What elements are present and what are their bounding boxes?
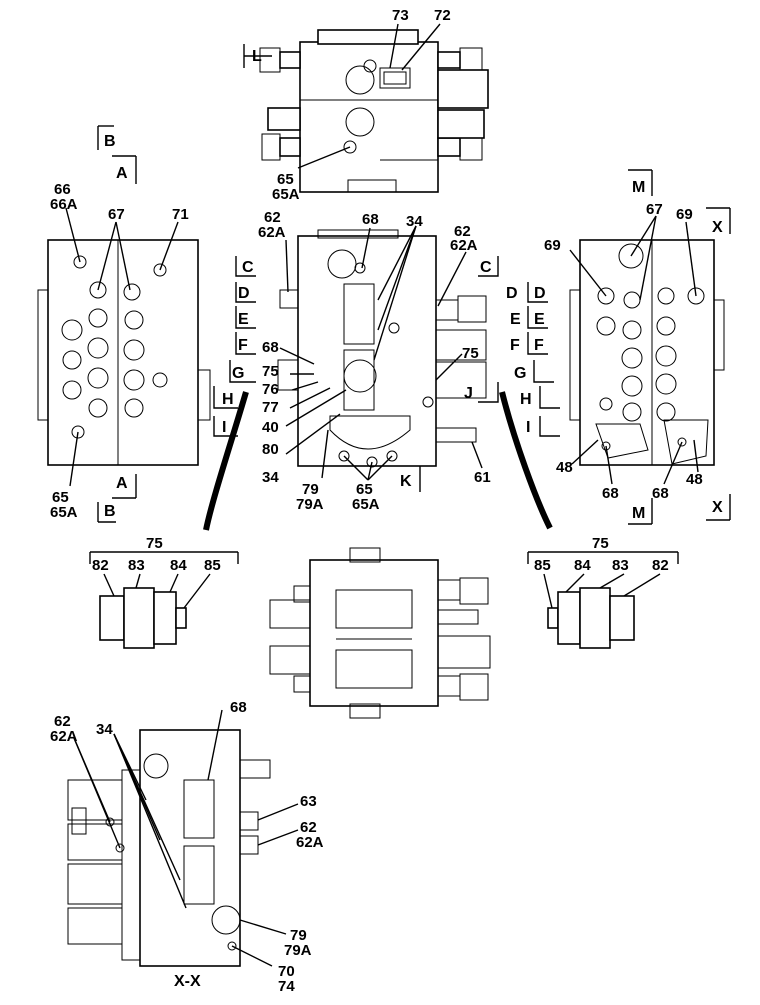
- section-mark-k: K: [400, 473, 412, 490]
- right-callout-48-right: 48: [686, 471, 703, 488]
- center-callout-40: 40: [262, 419, 279, 436]
- right-callout-69-left: 69: [544, 237, 561, 254]
- center-callout-68-top: 68: [362, 211, 379, 228]
- center-callout-62: 62: [264, 209, 281, 226]
- center-callout-76: 76: [262, 381, 279, 398]
- center-callout-79a: 79A: [296, 496, 324, 513]
- section-mark-j: J: [464, 385, 473, 402]
- section-mark-d-left: D: [238, 285, 250, 302]
- section-mark-c-right: C: [480, 259, 492, 276]
- section-mark-h-rv: H: [520, 391, 532, 408]
- center-bottom-valve-view: [269, 547, 491, 719]
- xx-callout-62: 62: [54, 713, 71, 730]
- section-mark-d-rv: D: [534, 285, 546, 302]
- section-mark-m-bottom: M: [632, 505, 645, 522]
- xx-callout-70: 70: [278, 963, 295, 980]
- section-mark-a-top: A: [116, 165, 128, 182]
- section-mark-f-left: F: [238, 337, 248, 354]
- center-callout-62-right: 62: [454, 223, 471, 240]
- part-75-left-detail: 75 82 83 84 85: [89, 535, 239, 649]
- center-callout-75-right: 75: [462, 345, 479, 362]
- section-mark-m-top: M: [632, 179, 645, 196]
- section-mark-i-rv: I: [526, 419, 530, 436]
- part75-right-callout-82: 82: [652, 557, 669, 574]
- part75-left-callout-83: 83: [128, 557, 145, 574]
- center-callout-75-left: 75: [262, 363, 279, 380]
- part75-right-title: 75: [592, 535, 609, 552]
- left-callout-66: 66: [54, 181, 71, 198]
- center-callout-68-left: 68: [262, 339, 279, 356]
- xx-callout-68: 68: [230, 699, 247, 716]
- center-callout-61: 61: [474, 469, 491, 486]
- section-mark-b-bottom: B: [104, 503, 116, 520]
- xx-callout-62a-right: 62A: [296, 834, 324, 851]
- xx-section-title: X-X: [174, 973, 201, 990]
- left-callout-65: 65: [52, 489, 69, 506]
- center-callout-62a-right: 62A: [450, 237, 478, 254]
- section-mark-i-left: I: [222, 419, 226, 436]
- part75-left-callout-84: 84: [170, 557, 187, 574]
- xx-callout-34: 34: [96, 721, 113, 738]
- center-callout-77: 77: [262, 399, 279, 416]
- top-callout-73: 73: [392, 7, 409, 24]
- section-mark-b-top: B: [104, 133, 116, 150]
- left-callout-71: 71: [172, 206, 189, 223]
- section-mark-h-left: H: [222, 391, 234, 408]
- left-valve-view: 66 66A 67 71 65 65A B A A B: [37, 125, 211, 523]
- part75-right-callout-83: 83: [612, 557, 629, 574]
- right-callout-48-left: 48: [556, 459, 573, 476]
- section-mark-e-rv: E: [534, 311, 545, 328]
- part75-right-callout-84: 84: [574, 557, 591, 574]
- right-callout-68-left: 68: [602, 485, 619, 502]
- left-curve-stroke: [203, 391, 249, 531]
- section-mark-f-right: F: [510, 337, 520, 354]
- section-mark-g-rv: G: [514, 365, 526, 382]
- center-callout-65: 65: [356, 481, 373, 498]
- right-valve-view: 67 69 69 48 68 68 48 D E F G H I M X M X: [514, 169, 731, 525]
- center-callout-62a: 62A: [258, 224, 286, 241]
- left-callout-65a: 65A: [50, 504, 78, 521]
- section-mark-f-rv: F: [534, 337, 544, 354]
- top-callout-65: 65: [277, 171, 294, 188]
- xx-section-view: 68 62 62A 34 63 62 62A 79 79A 70 74 X-X: [50, 699, 324, 995]
- xx-callout-79: 79: [290, 927, 307, 944]
- xx-callout-62-right: 62: [300, 819, 317, 836]
- left-callout-66a: 66A: [50, 196, 78, 213]
- section-mark-c-left: C: [242, 259, 254, 276]
- top-callout-72: 72: [434, 7, 451, 24]
- right-callout-68-right: 68: [652, 485, 669, 502]
- xx-callout-62a: 62A: [50, 728, 78, 745]
- xx-callout-74: 74: [278, 978, 295, 995]
- center-callout-80: 80: [262, 441, 279, 458]
- center-callout-34-top: 34: [406, 213, 423, 230]
- right-curve-stroke: [499, 391, 553, 530]
- section-mark-e-left: E: [238, 311, 249, 328]
- right-callout-69-top: 69: [676, 206, 693, 223]
- section-mark-x-top: X: [712, 219, 723, 236]
- section-mark-d-right: D: [506, 285, 518, 302]
- part-75-right-detail: 75 85 84 83 82: [527, 535, 679, 649]
- section-mark-g-left: G: [232, 365, 244, 382]
- right-callout-67: 67: [646, 201, 663, 218]
- part75-left-callout-85: 85: [204, 557, 221, 574]
- xx-callout-63: 63: [300, 793, 317, 810]
- left-callout-67: 67: [108, 206, 125, 223]
- center-valve-view: 62 62A 68 34 62 62A 68 75 76 77 40 80 34…: [213, 209, 521, 513]
- section-mark-l: L: [252, 48, 262, 65]
- top-valve-view: 73 72 65 65A L: [243, 7, 489, 203]
- xx-callout-79a: 79A: [284, 942, 312, 959]
- section-mark-x-bottom: X: [712, 499, 723, 516]
- section-mark-e-right: E: [510, 311, 521, 328]
- part75-left-title: 75: [146, 535, 163, 552]
- section-mark-a-bottom: A: [116, 475, 128, 492]
- center-callout-65a: 65A: [352, 496, 380, 513]
- part75-left-callout-82: 82: [92, 557, 109, 574]
- center-callout-79: 79: [302, 481, 319, 498]
- center-callout-34-bottom: 34: [262, 469, 279, 486]
- part75-right-callout-85: 85: [534, 557, 551, 574]
- top-callout-65a: 65A: [272, 186, 300, 203]
